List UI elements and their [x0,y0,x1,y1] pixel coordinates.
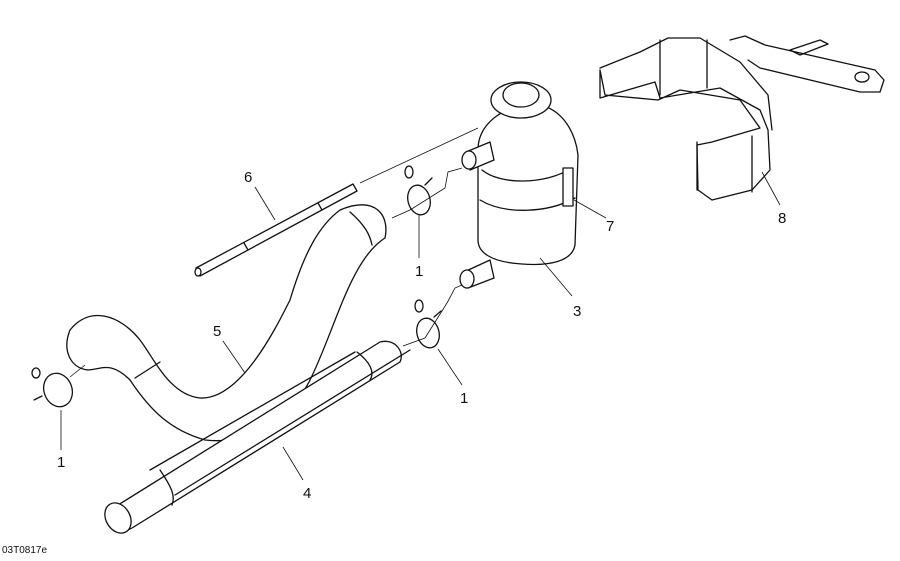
callout-4: 4 [303,485,311,502]
curved-hose[interactable] [66,204,387,442]
straight-hose[interactable] [100,340,411,538]
callout-6: 6 [244,169,252,186]
callout-1-upper: 1 [415,263,423,280]
callout-8: 8 [778,210,786,227]
mounting-bracket[interactable] [599,35,885,201]
hose-clamp-upper[interactable] [404,165,433,217]
callouts: 1 1 1 3 4 5 6 7 8 [57,169,786,502]
rod[interactable] [194,183,358,277]
hose-clamp-lower[interactable] [413,299,442,350]
callout-1-left: 1 [57,454,65,471]
callout-1-lower: 1 [460,390,468,407]
reservoir-tank[interactable] [459,81,579,289]
drawing-code: 03T0817e [2,545,48,556]
assembly-lines [60,127,781,481]
callout-3: 3 [573,303,581,320]
callout-5: 5 [213,323,221,340]
hose-clamp-left[interactable] [31,367,77,411]
callout-7: 7 [606,218,614,235]
